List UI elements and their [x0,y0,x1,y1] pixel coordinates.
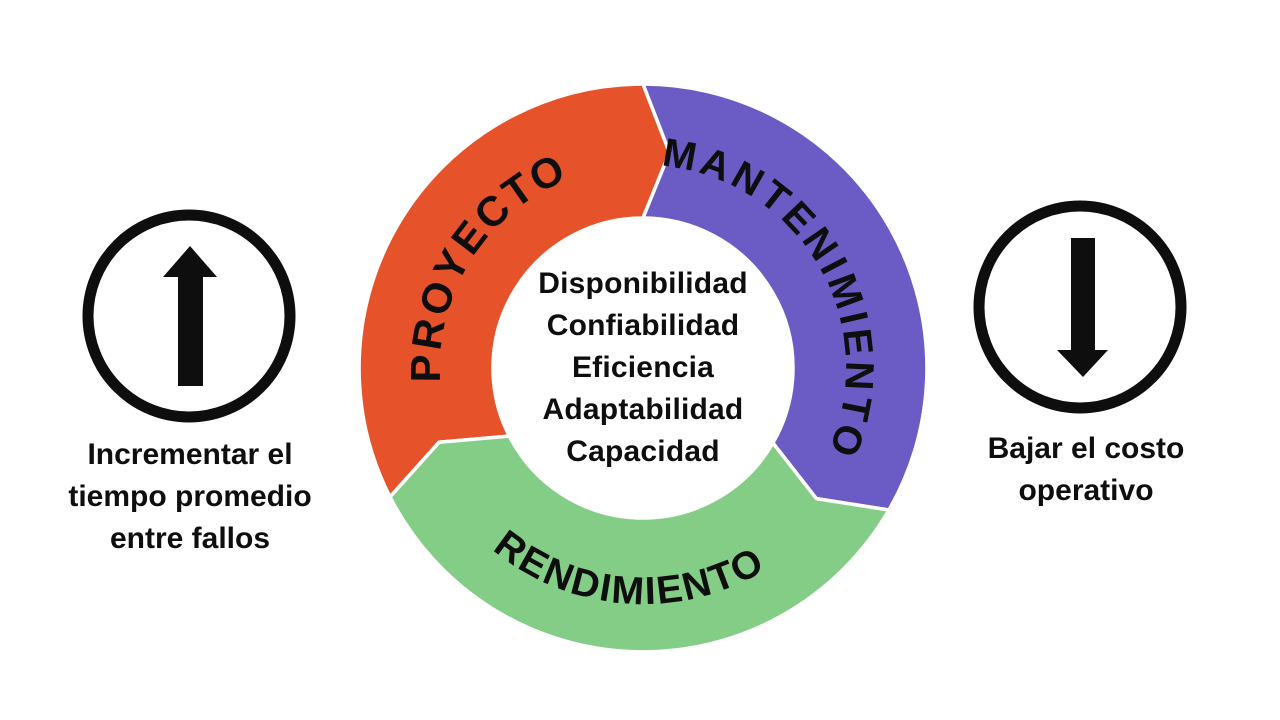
segment-mantenimiento [641,82,929,512]
down-arrow-glyph [1057,238,1108,377]
hub-attribute-capacidad: Capacidad [566,435,720,468]
hub-attribute-disponibilidad: Disponibilidad [538,267,748,300]
left-callout-line-1: Incrementar el [87,438,293,471]
segment-proyecto [357,82,672,499]
right-callout-text: Bajar el costo operativo [916,428,1256,512]
hub-attribute-confiabilidad: Confiabilidad [546,309,740,342]
segment-rendimiento [388,434,891,654]
arrow-down-circle-icon [973,200,1187,414]
right-callout-line-2: operativo [1018,474,1154,507]
left-callout-line-3: entre fallos [109,522,271,555]
left-callout-line-2: tiempo promedio [68,480,312,513]
hub-attribute-eficiencia: Eficiencia [571,351,715,384]
left-callout-text: Incrementar el tiempo promedio entre fal… [20,434,360,560]
up-arrow-glyph [163,246,217,386]
hub-attributes: Disponibilidad Confiabilidad Eficiencia … [483,263,803,473]
arrow-up-circle-icon [82,209,296,423]
hub-attribute-adaptabilidad: Adaptabilidad [542,393,744,426]
right-callout-line-1: Bajar el costo [987,432,1185,465]
